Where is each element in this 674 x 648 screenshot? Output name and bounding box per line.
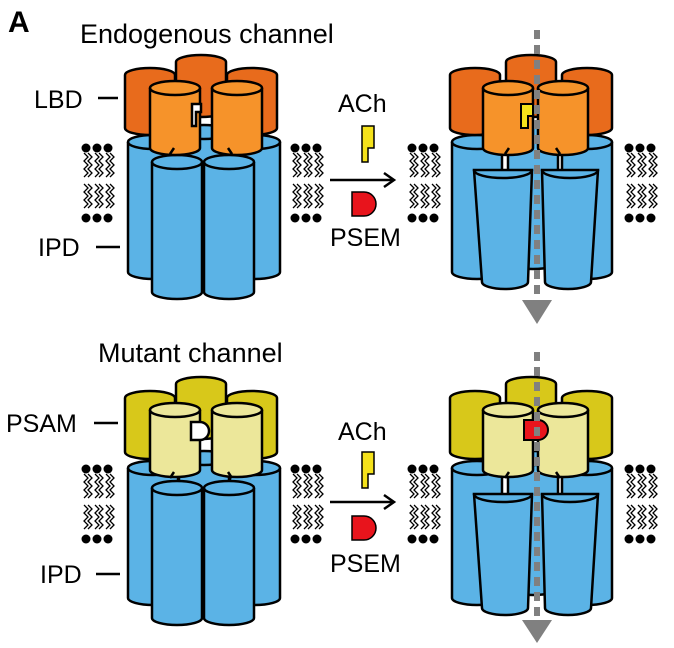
- bottom-pore-label: IPD: [40, 561, 82, 589]
- top-membrane-mid-b: [406, 142, 441, 224]
- bottom-title: Mutant channel: [98, 338, 283, 368]
- top-domain-label: LBD: [34, 86, 83, 114]
- panel-label: A: [8, 6, 30, 39]
- bottom-ligand-psem: PSEM: [330, 550, 401, 578]
- bottom-membrane-left: [80, 463, 115, 545]
- endogenous-channel-open: [448, 53, 614, 291]
- bottom-membrane-right: [623, 463, 658, 545]
- top-row: Endogenous channel LBD IPD: [34, 19, 658, 324]
- bottom-activation-arrow: [330, 493, 397, 511]
- bottom-domain-label: PSAM: [6, 410, 77, 438]
- endogenous-channel-closed: [123, 53, 282, 301]
- bottom-membrane-mid-a: [289, 463, 324, 545]
- top-activation-arrow: [330, 171, 397, 189]
- top-ligand-ach: ACh: [338, 90, 387, 118]
- top-pore-label: IPD: [38, 234, 80, 262]
- bottom-row: Mutant channel PSAM IPD: [6, 338, 658, 643]
- bottom-ligand-ach: ACh: [338, 418, 387, 446]
- top-open-ach-icon: [520, 103, 534, 129]
- bottom-membrane-mid-b: [406, 463, 441, 545]
- top-ion-flux-arrow: [522, 30, 552, 324]
- bottom-psem-icon: [351, 515, 377, 541]
- top-membrane-right: [623, 142, 658, 224]
- top-membrane-mid-a: [289, 142, 324, 224]
- bottom-ion-flux-arrow: [522, 352, 552, 643]
- top-title: Endogenous channel: [80, 19, 334, 49]
- mutant-channel-closed: [123, 375, 282, 627]
- mutant-channel-open: [448, 375, 614, 617]
- top-membrane-left: [80, 142, 115, 224]
- bottom-ach-icon: [361, 451, 375, 489]
- top-ligand-psem: PSEM: [330, 224, 401, 252]
- top-ach-icon: [361, 125, 375, 163]
- top-psem-icon: [351, 191, 377, 217]
